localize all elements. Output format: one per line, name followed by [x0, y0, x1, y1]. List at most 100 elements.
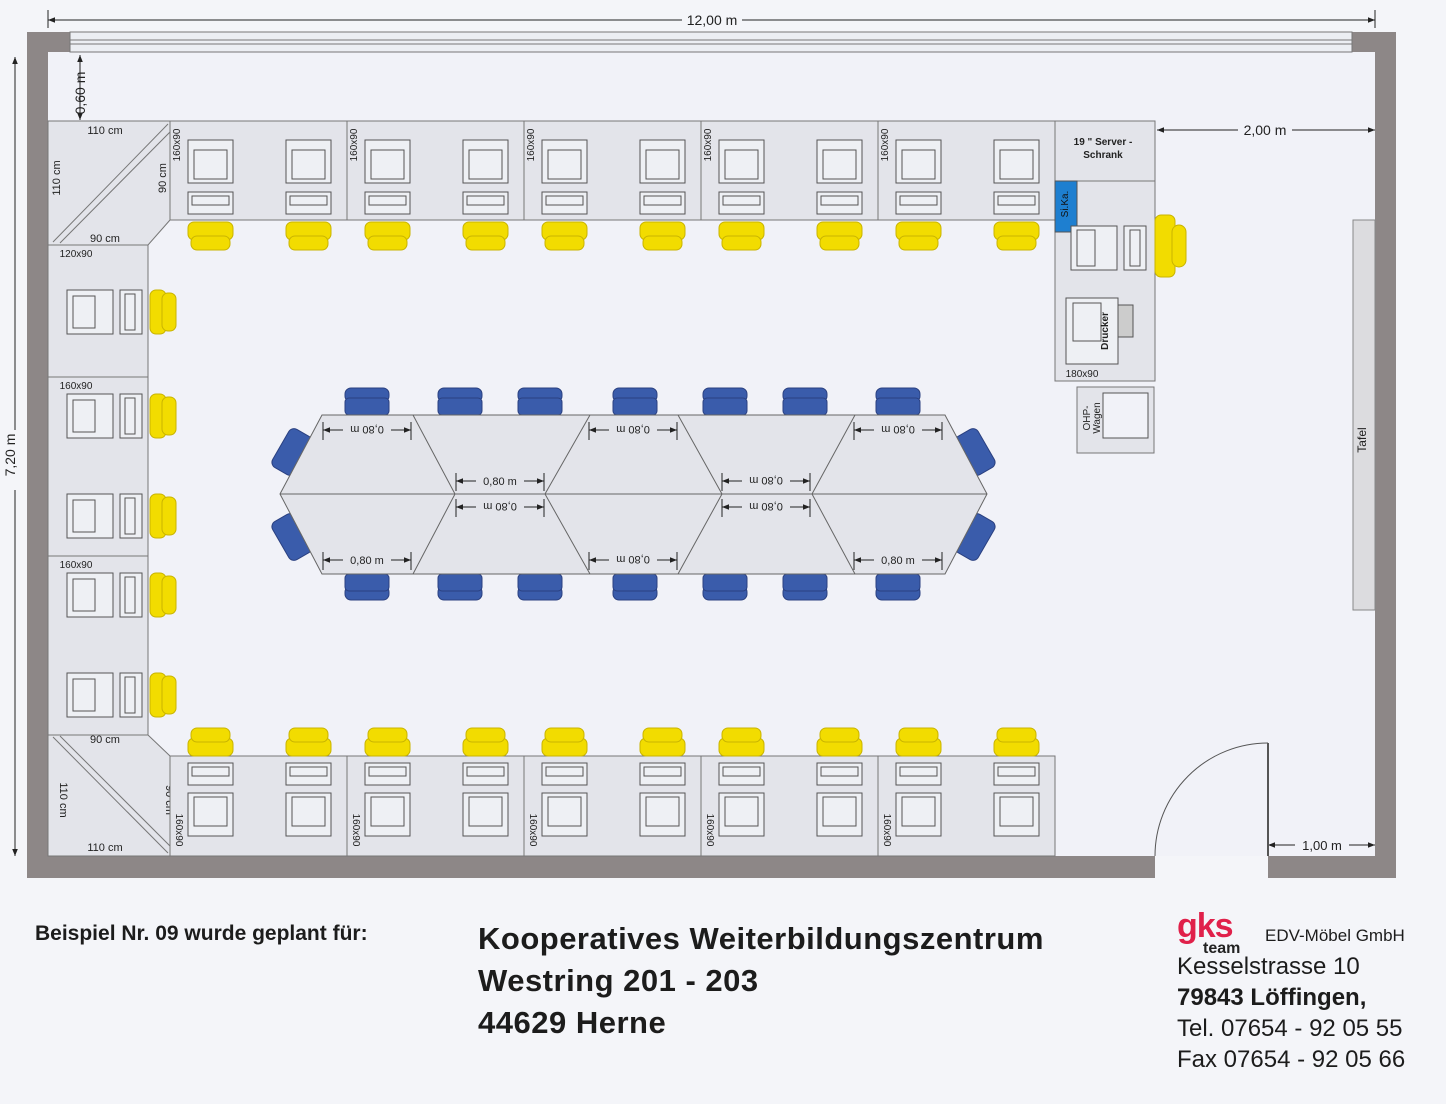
keyboard-icon	[187, 191, 234, 215]
desk-size-label: 160x90	[880, 128, 891, 161]
monitor-icon	[66, 672, 114, 718]
monitor-icon	[639, 139, 686, 184]
monitor-icon	[285, 139, 332, 184]
keyboard-icon	[119, 393, 143, 439]
student-chair	[541, 221, 588, 251]
monitor-icon	[285, 792, 332, 837]
student-chair	[895, 727, 942, 757]
client-city: 44629 Herne	[478, 1005, 667, 1040]
window	[69, 31, 1353, 53]
floor-plan: 12,00 m 7,20 m 0,60 m 2,00 m 1,00 m 110 …	[2, 10, 1396, 878]
conference-chair	[517, 387, 563, 416]
conference-chair	[517, 573, 563, 601]
table-dimension-label: 0,80 m	[483, 500, 517, 512]
server-cabinet: 19 " Server - Schrank	[1054, 120, 1156, 182]
keyboard-icon	[639, 191, 686, 215]
conference-chair	[875, 573, 921, 601]
conference-chair	[344, 573, 390, 601]
keyboard-icon	[364, 191, 411, 215]
desk-size-label: 160x90	[526, 128, 537, 161]
desk-size-label: 120x90	[60, 249, 93, 260]
keyboard-icon	[462, 191, 509, 215]
monitor-icon	[895, 792, 942, 837]
company-fax: Fax 07654 - 92 05 66	[1177, 1046, 1406, 1073]
corner-desk-top	[47, 120, 171, 246]
conference-chair	[437, 573, 483, 601]
conference-chair	[875, 387, 921, 416]
monitor-icon	[66, 289, 114, 335]
conference-chair	[782, 573, 828, 601]
keyboard-icon	[187, 762, 234, 786]
monitor-icon	[66, 572, 114, 618]
keyboard-icon	[718, 191, 765, 215]
desk-size-label: 160x90	[60, 381, 93, 392]
student-chair	[993, 727, 1040, 757]
keyboard-icon	[462, 762, 509, 786]
table-dimension-label: 0,80 m	[881, 423, 915, 435]
server-label: 19 " Server -	[1074, 137, 1133, 148]
monitor-icon	[462, 792, 509, 837]
table-dimensions: 0,80 m0,80 m0,80 m0,80 m0,80 m0,80 m0,80…	[322, 422, 943, 570]
monitor-icon	[541, 139, 588, 184]
client-name: Kooperatives Weiterbildungszentrum	[478, 921, 1044, 956]
desk-size-label: 160x90	[350, 814, 361, 847]
printer-label: Drucker	[1100, 312, 1111, 350]
ohp-label: Wagen	[1092, 402, 1103, 433]
keyboard-icon	[119, 289, 143, 335]
keyboard-icon	[285, 762, 332, 786]
desk-size-label: 160x90	[60, 560, 93, 571]
conference-chair	[702, 573, 748, 601]
keyboard-icon	[718, 762, 765, 786]
student-chair	[149, 672, 177, 718]
table-dimension-label: 0,80 m	[350, 555, 384, 567]
room-width-label: 12,00 m	[687, 12, 738, 28]
student-chair	[187, 221, 234, 251]
logo-sub: team	[1203, 940, 1241, 957]
door[interactable]	[1154, 742, 1269, 857]
student-chair	[149, 572, 177, 618]
student-chair	[364, 221, 411, 251]
ohp-cart: OHP- Wagen	[1076, 386, 1155, 454]
monitor-icon	[993, 792, 1040, 837]
student-chair	[462, 221, 509, 251]
student-chair	[541, 727, 588, 757]
room-depth-label: 7,20 m	[2, 434, 18, 477]
desk-size-label: 180x90	[1066, 369, 1099, 380]
keyboard-icon	[895, 191, 942, 215]
wall-right	[1375, 32, 1396, 878]
desk-size-label: 160x90	[527, 814, 538, 847]
generated-furniture: 160x90 160x90 160x90 160x90 160x90 160x90 160x…	[47, 120, 1056, 857]
student-chair	[718, 221, 765, 251]
keyboard-icon	[895, 762, 942, 786]
monitor-icon	[816, 139, 863, 184]
conference-chair	[612, 573, 658, 601]
table-dimension-label: 0,80 m	[881, 555, 915, 567]
wall-bottom-right	[1268, 856, 1396, 878]
student-chair	[149, 393, 177, 439]
conference-table	[279, 414, 988, 575]
student-chair	[149, 289, 177, 335]
desk-size-label: 160x90	[703, 128, 714, 161]
student-chair	[639, 727, 686, 757]
monitor-icon	[993, 139, 1040, 184]
keyboard-icon	[993, 191, 1040, 215]
desk-size-label: 160x90	[173, 814, 184, 847]
keyboard-icon	[1123, 225, 1147, 271]
keyboard-icon	[364, 762, 411, 786]
conference-chair	[437, 387, 483, 416]
student-chair	[462, 727, 509, 757]
monitor-icon	[639, 792, 686, 837]
walls	[27, 32, 1396, 878]
monitor-icon	[66, 393, 114, 439]
table-dimension-label: 0,80 m	[749, 500, 783, 512]
keyboard-icon	[993, 762, 1040, 786]
student-chair	[639, 221, 686, 251]
desk-size-label: 160x90	[172, 128, 183, 161]
keyboard-icon	[816, 762, 863, 786]
monitor-icon	[718, 139, 765, 184]
planned-for-label: Beispiel Nr. 09 wurde geplant für:	[35, 922, 368, 945]
desk-size-label: 160x90	[349, 128, 360, 161]
student-chair	[285, 221, 332, 251]
